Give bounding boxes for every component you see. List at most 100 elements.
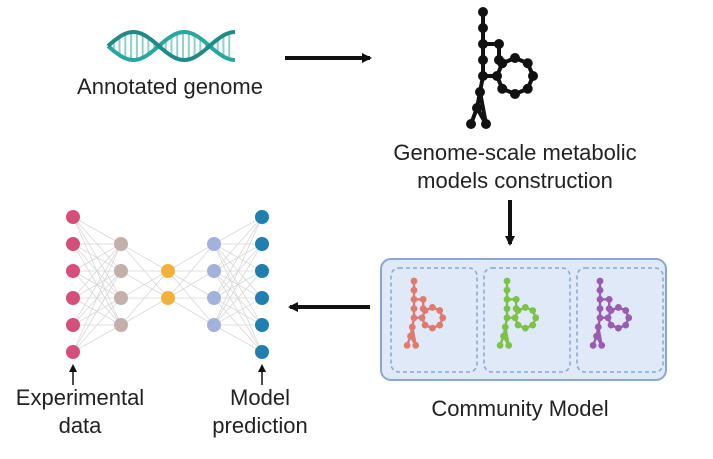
nn-connection bbox=[167, 243, 215, 299]
network-node bbox=[501, 323, 509, 331]
network-node bbox=[478, 39, 488, 49]
network-node bbox=[522, 304, 529, 311]
network-node bbox=[439, 314, 447, 322]
nn-connection bbox=[213, 216, 263, 326]
network-node bbox=[436, 307, 444, 314]
nn-neuron bbox=[66, 264, 80, 278]
nn-connection bbox=[72, 270, 122, 353]
community-model-box bbox=[380, 258, 667, 381]
network-node bbox=[522, 324, 529, 332]
network-node bbox=[403, 342, 411, 349]
network-node bbox=[594, 323, 602, 331]
nn-connection bbox=[120, 270, 169, 326]
nn-connection bbox=[72, 324, 122, 353]
nn-neuron bbox=[255, 291, 269, 305]
nn-neuron bbox=[255, 264, 269, 278]
network-node bbox=[529, 307, 537, 314]
nn-neuron bbox=[207, 318, 221, 332]
nn-neuron bbox=[114, 264, 128, 278]
nn-connection bbox=[213, 216, 263, 272]
network-node bbox=[478, 23, 488, 33]
network-node bbox=[478, 71, 488, 81]
metabolic-network-icon bbox=[466, 7, 538, 129]
network-node bbox=[605, 296, 613, 303]
network-node bbox=[429, 324, 436, 332]
network-node bbox=[528, 71, 538, 81]
network-node bbox=[615, 324, 622, 332]
network-node bbox=[478, 55, 488, 65]
nn-neuron bbox=[161, 291, 175, 305]
network-node bbox=[529, 321, 537, 329]
nn-neuron bbox=[207, 264, 221, 278]
network-node bbox=[514, 307, 522, 314]
network-node bbox=[492, 71, 502, 81]
network-node bbox=[604, 314, 612, 322]
nn-connection bbox=[120, 270, 169, 299]
network-node bbox=[472, 103, 482, 113]
nn-neuron bbox=[255, 237, 269, 251]
network-node bbox=[410, 305, 418, 312]
network-node bbox=[481, 119, 491, 129]
nn-connection bbox=[120, 297, 169, 326]
community-network-green bbox=[496, 277, 540, 349]
network-node bbox=[598, 342, 606, 349]
nn-neuron bbox=[255, 345, 269, 359]
network-node bbox=[510, 53, 520, 63]
network-node bbox=[410, 277, 418, 285]
model-prediction-label-line1: Model bbox=[230, 385, 290, 410]
nn-connection bbox=[72, 243, 122, 326]
network-node bbox=[503, 305, 511, 312]
network-node bbox=[622, 307, 630, 314]
nn-connection bbox=[167, 243, 215, 272]
network-node bbox=[497, 58, 508, 69]
network-node bbox=[410, 314, 418, 322]
experimental-data-label-line2: data bbox=[58, 413, 102, 438]
nn-connection bbox=[213, 297, 263, 326]
nn-neuron bbox=[161, 264, 175, 278]
network-node bbox=[615, 304, 622, 311]
nn-neuron bbox=[66, 237, 80, 251]
annotated-genome-label: Annotated genome bbox=[77, 74, 263, 99]
nn-neuron bbox=[66, 345, 80, 359]
network-node bbox=[622, 321, 630, 329]
network-node bbox=[522, 83, 533, 94]
nn-connection bbox=[213, 216, 263, 245]
network-node bbox=[503, 296, 511, 303]
network-node bbox=[607, 321, 615, 329]
network-node bbox=[625, 314, 633, 322]
nn-neuron bbox=[114, 237, 128, 251]
nn-neuron bbox=[66, 291, 80, 305]
community-network-purple bbox=[589, 277, 633, 349]
dna-helix-icon bbox=[106, 29, 236, 63]
dna-strand bbox=[106, 29, 236, 63]
nn-connection bbox=[213, 216, 263, 299]
community-member-box-1 bbox=[390, 267, 478, 373]
network-node bbox=[596, 314, 604, 322]
network-node bbox=[421, 307, 429, 314]
nn-neuron bbox=[207, 237, 221, 251]
network-node bbox=[478, 7, 488, 17]
experimental-data-label-line1: Experimental bbox=[15, 385, 145, 410]
network-node bbox=[475, 87, 485, 97]
gem-construction-label-line2: models construction bbox=[417, 168, 613, 193]
nn-connection bbox=[213, 324, 263, 353]
network-node bbox=[500, 332, 507, 340]
nn-neuron bbox=[66, 210, 80, 224]
network-node bbox=[596, 305, 604, 312]
network-node bbox=[466, 119, 476, 129]
network-node bbox=[494, 39, 504, 49]
nn-neuron bbox=[114, 318, 128, 332]
nn-connection bbox=[72, 216, 122, 245]
network-node bbox=[596, 277, 604, 285]
nn-neuron bbox=[114, 291, 128, 305]
network-node bbox=[436, 321, 444, 329]
network-node bbox=[407, 332, 414, 340]
network-node bbox=[510, 89, 520, 99]
network-node bbox=[593, 332, 600, 340]
network-node bbox=[512, 296, 520, 303]
network-node bbox=[418, 314, 426, 322]
network-node bbox=[496, 342, 504, 349]
network-node bbox=[419, 296, 427, 303]
network-node bbox=[505, 342, 513, 349]
nn-neuron bbox=[255, 318, 269, 332]
